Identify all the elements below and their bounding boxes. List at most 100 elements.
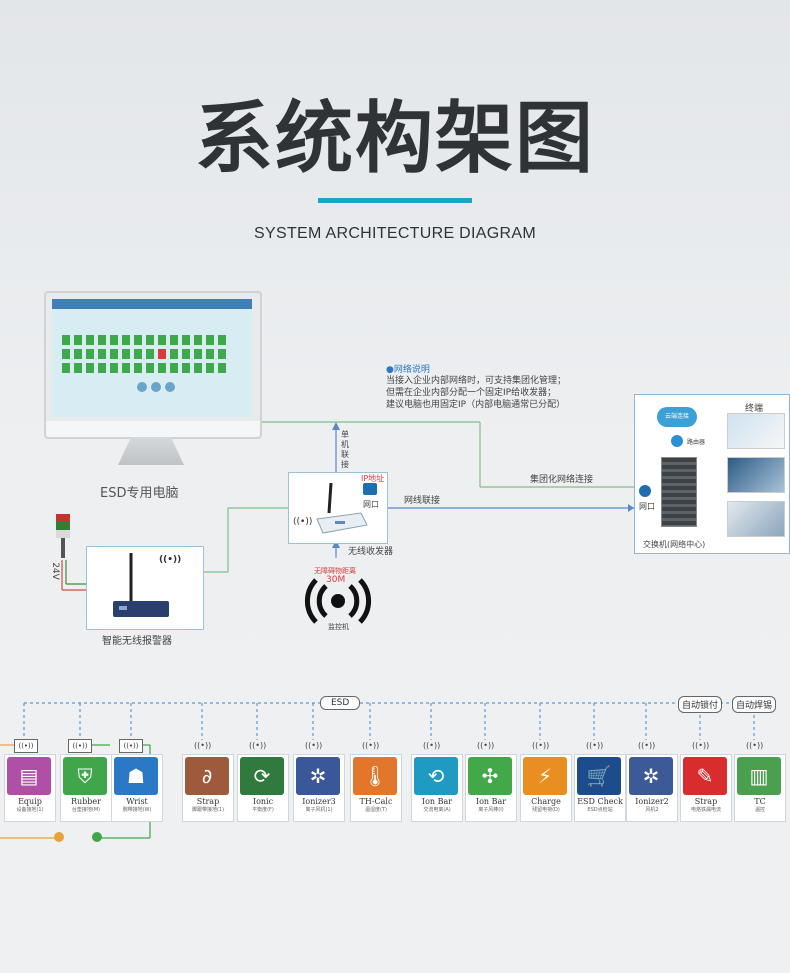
- sensor-connector: ((•)): [68, 739, 92, 753]
- device-subtitle: 离子风棒(I): [478, 807, 504, 813]
- refresh-icon: ⟲: [414, 757, 458, 795]
- wireless-signal-icon: ((•)): [249, 741, 267, 750]
- terminal-photo: [727, 457, 785, 493]
- shield-icon: ⛨: [63, 757, 107, 795]
- device-name: Strap: [196, 797, 220, 806]
- wireless-signal-icon: ((•)): [692, 741, 710, 750]
- wireless-signal-icon: ((•)): [362, 741, 380, 750]
- device-subtitle: 风机2: [645, 807, 659, 813]
- equipment-icon: ▤: [7, 757, 51, 795]
- device-name: Wrist: [126, 797, 148, 806]
- switch-port-label: 网口: [639, 502, 655, 511]
- thermometer-icon: 🌡: [353, 757, 397, 795]
- router-icon: [316, 482, 368, 534]
- auto-solder-tag: 自动焊锡: [732, 696, 777, 713]
- device-name: Ion Bar: [475, 797, 507, 806]
- fan-icon: ✲: [296, 757, 340, 795]
- network-note-line: 当接入企业内部网络时，可支持集团化管理；: [386, 376, 567, 386]
- wireless-signal-icon: ((•)): [194, 741, 212, 750]
- device-name: TC: [754, 797, 766, 806]
- terminal-title: 终端: [745, 404, 764, 414]
- voltage-label: 24V: [49, 562, 60, 580]
- network-note-line: 但需在企业内部分配一个固定IP给收发器；: [386, 388, 557, 398]
- broadcast-signal-icon: [304, 578, 372, 624]
- terminal-photo: [727, 501, 785, 537]
- switch-caption: 交换机(网络中心): [643, 540, 706, 549]
- device-subtitle: ESD点检站: [587, 807, 613, 813]
- ethernet-port-icon: [363, 483, 377, 495]
- range-value: 30M: [326, 575, 346, 585]
- wire-end-icon: [54, 832, 64, 842]
- computer-label: ESD专用电脑: [100, 486, 179, 501]
- device-subtitle: 交流电离(A): [423, 807, 451, 813]
- device-name: Equip: [18, 797, 42, 806]
- wireless-signal-icon: ((•)): [159, 555, 182, 565]
- network-note-heading: ●网络说明: [386, 365, 430, 375]
- tower-light-icon: [56, 514, 70, 558]
- router-node-icon: [671, 435, 683, 447]
- wireless-signal-icon: ((•)): [638, 741, 656, 750]
- wireless-signal-icon: ((•)): [293, 517, 313, 527]
- auto-lock-tag: 自动锁付: [678, 696, 723, 713]
- device-subtitle: 温湿度(T): [365, 807, 387, 813]
- network-link-label: 网线联接: [404, 496, 441, 506]
- page-subtitle: SYSTEM ARCHITECTURE DIAGRAM: [254, 225, 536, 242]
- ip-address-tag: IP地址: [361, 474, 385, 483]
- transceiver-label: 无线收发器: [348, 547, 394, 557]
- group-network-label: 集团化网络连接: [530, 475, 594, 485]
- sensor-connector: ((•)): [119, 739, 143, 753]
- device-subtitle: 残留电荷(D): [532, 807, 560, 813]
- wireless-signal-icon: ((•)): [746, 741, 764, 750]
- device-subtitle: 温控: [754, 807, 765, 813]
- device-subtitle: 设备接地(1): [16, 807, 44, 813]
- tc-icon: ▥: [737, 757, 781, 795]
- wireless-signal-icon: ((•)): [477, 741, 495, 750]
- device-name: Ionizer2: [635, 797, 669, 806]
- device-name: Rubber: [71, 797, 101, 806]
- wireless-signal-icon: ((•)): [423, 741, 441, 750]
- wireless-signal-icon: ((•)): [586, 741, 604, 750]
- device-subtitle: 腕带接地(W): [122, 807, 152, 813]
- iron-icon: ✎: [683, 757, 727, 795]
- range-text: 无障碍物距离: [314, 567, 356, 575]
- pinwheel-icon: ✣: [468, 757, 512, 795]
- alarm-device-icon: [113, 553, 169, 617]
- fan-icon: ✲: [629, 757, 673, 795]
- device-name: ESD Check: [577, 797, 623, 806]
- server-rack-icon: [661, 457, 697, 527]
- person-icon: ☗: [114, 757, 158, 795]
- device-name: Ionizer3: [302, 797, 336, 806]
- device-name: Charge: [531, 797, 561, 806]
- cart-icon: 🛒: [577, 757, 621, 795]
- device-subtitle: 电烙铁漏电流: [690, 807, 721, 813]
- wireless-signal-icon: ((•)): [305, 741, 323, 750]
- network-note: ●网络说明 当接入企业内部网络时，可支持集团化管理； 但需在企业内部分配一个固定…: [386, 362, 566, 411]
- network-note-line: 建议电脑也用固定IP（内部电脑通常已分配）: [386, 400, 566, 410]
- page-title: 系统构架图: [194, 94, 595, 184]
- alarm-box: ((•)): [86, 546, 204, 630]
- alarm-label: 智能无线报警器: [102, 636, 172, 647]
- terminal-photo: [727, 413, 785, 449]
- title-underline: [318, 198, 472, 203]
- esd-bus-label: ESD: [320, 696, 361, 710]
- ionic-icon: ⟳: [240, 757, 284, 795]
- single-pc-link-label: 单 机 联 接: [341, 430, 349, 469]
- switch-center-box: 终端 云端连接 路由器 网口 交换机(网络中心): [634, 394, 790, 554]
- wire-end-icon: [92, 832, 102, 842]
- transceiver-port-label: 网口: [363, 500, 379, 509]
- transceiver-box: ((•)) IP地址 网口: [288, 472, 388, 544]
- device-subtitle: 平衡度(F): [252, 807, 274, 813]
